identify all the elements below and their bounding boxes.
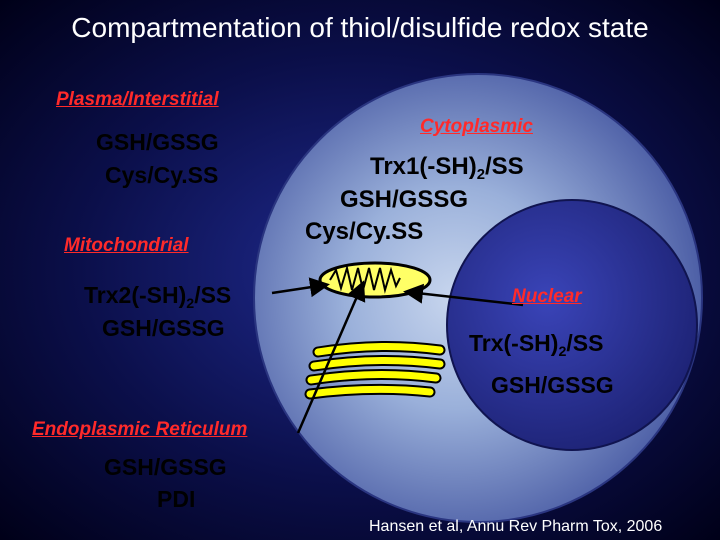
plasma-line-1: GSH/GSSG (96, 129, 219, 155)
nuclear-trx-line: Trx(-SH)2/SS (469, 330, 604, 360)
arrow-to-er (296, 280, 366, 434)
er-line-1: GSH/GSSG (104, 454, 227, 480)
page-title: Compartmentation of thiol/disulfide redo… (71, 12, 649, 43)
mitochondrial-label: Mitochondrial (64, 235, 189, 256)
nucleus (446, 199, 698, 451)
cytoplasmic-label: Cytoplasmic (420, 116, 533, 137)
er-line-2: PDI (157, 486, 196, 512)
cytoplasmic-gsh-line: GSH/GSSG (340, 186, 469, 213)
mitochondrial-gsh-line: GSH/GSSG (102, 315, 225, 341)
arrow-to-nucleus (403, 283, 524, 307)
citation: Hansen et al, Annu Rev Pharm Tox, 2006 (369, 518, 663, 535)
plasma-label: Plasma/Interstitial (56, 89, 219, 110)
plasma-line-2: Cys/Cy.SS (105, 162, 219, 188)
cytoplasmic-trx-line: Trx1(-SH)2/SS (370, 153, 524, 184)
arrow-to-mitochondrion (271, 277, 330, 298)
cytoplasmic-cys-line: Cys/Cy.SS (305, 218, 424, 245)
nuclear-gsh-line: GSH/GSSG (491, 372, 614, 398)
nuclear-label: Nuclear (512, 286, 582, 307)
er-label: Endoplasmic Reticulum (32, 419, 248, 440)
mitochondrial-trx-line: Trx2(-SH)2/SS (84, 282, 232, 312)
